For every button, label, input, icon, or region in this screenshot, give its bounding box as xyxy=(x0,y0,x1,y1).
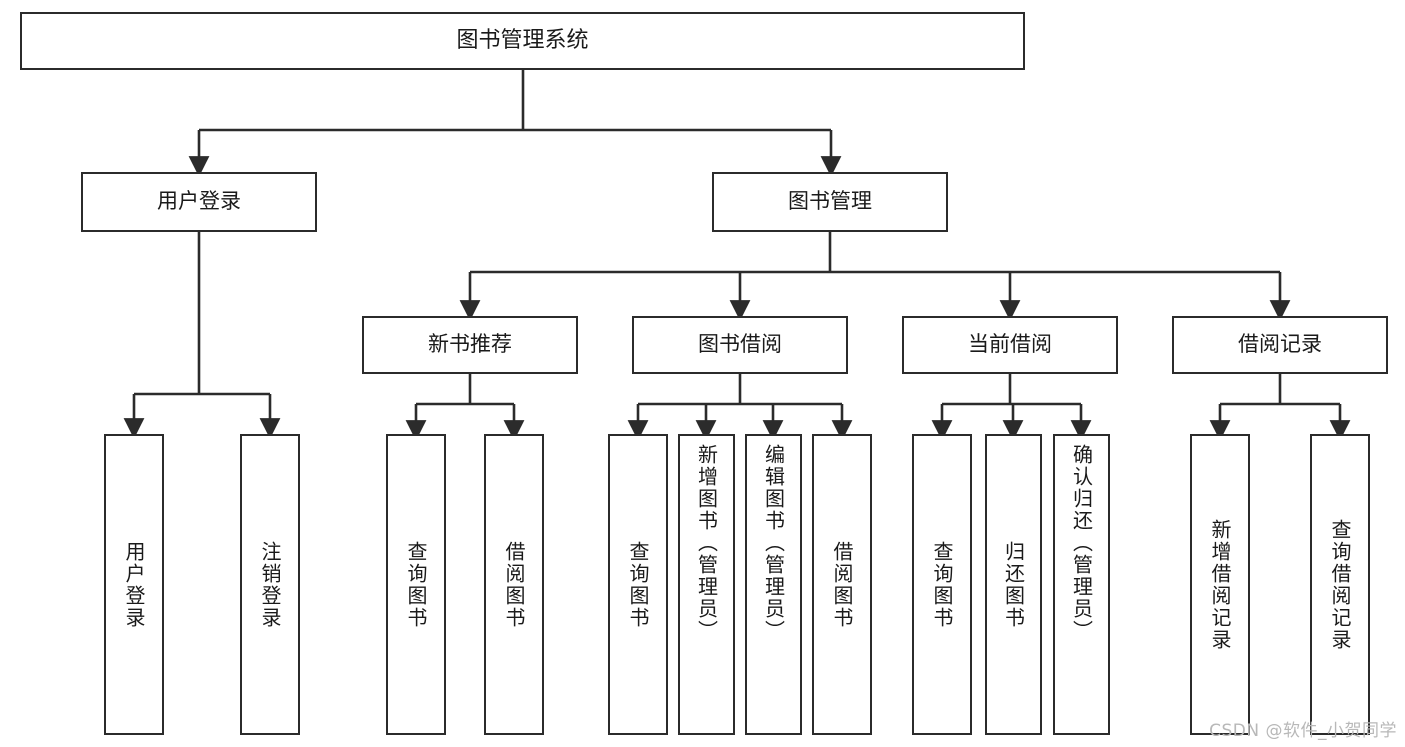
node-book-borrow-label: 图书借阅 xyxy=(698,332,782,357)
node-user-login[interactable]: 用户登录 xyxy=(81,172,317,232)
node-leaf-add-record-label: 新增借阅记录 xyxy=(1208,518,1232,651)
node-root-label: 图书管理系统 xyxy=(456,27,589,53)
node-leaf-query-record[interactable]: 查询借阅记录 xyxy=(1310,434,1370,735)
node-leaf-query-book-3-label: 查询图书 xyxy=(930,540,954,629)
node-book-manage-label: 图书管理 xyxy=(788,189,872,214)
node-leaf-add-book-label: 新增图书（管理员） xyxy=(694,444,719,642)
node-leaf-edit-book-label: 编辑图书（管理员） xyxy=(761,444,786,642)
node-leaf-query-book-2[interactable]: 查询图书 xyxy=(608,434,668,735)
node-leaf-query-book-1[interactable]: 查询图书 xyxy=(386,434,446,735)
node-leaf-borrow-book-1-label: 借阅图书 xyxy=(502,540,526,629)
node-borrow-record-label: 借阅记录 xyxy=(1238,332,1322,357)
node-leaf-query-book-1-label: 查询图书 xyxy=(404,540,428,629)
node-current-borrow[interactable]: 当前借阅 xyxy=(902,316,1118,374)
node-borrow-record[interactable]: 借阅记录 xyxy=(1172,316,1388,374)
node-leaf-add-record[interactable]: 新增借阅记录 xyxy=(1190,434,1250,735)
node-leaf-query-book-3[interactable]: 查询图书 xyxy=(912,434,972,735)
node-root[interactable]: 图书管理系统 xyxy=(20,12,1025,70)
node-book-manage[interactable]: 图书管理 xyxy=(712,172,948,232)
node-leaf-user-logout[interactable]: 注销登录 xyxy=(240,434,300,735)
node-leaf-user-logout-label: 注销登录 xyxy=(258,540,282,629)
node-leaf-confirm-return[interactable]: 确认归还（管理员） xyxy=(1053,434,1110,735)
node-user-login-label: 用户登录 xyxy=(157,189,241,214)
node-leaf-add-book[interactable]: 新增图书（管理员） xyxy=(678,434,735,735)
node-leaf-confirm-return-label: 确认归还（管理员） xyxy=(1069,444,1094,642)
watermark-text: CSDN @软件_小贺同学 xyxy=(1209,721,1397,741)
node-current-borrow-label: 当前借阅 xyxy=(968,332,1052,357)
node-leaf-query-record-label: 查询借阅记录 xyxy=(1328,518,1352,651)
node-leaf-borrow-book-2-label: 借阅图书 xyxy=(830,540,854,629)
node-new-book-rec[interactable]: 新书推荐 xyxy=(362,316,578,374)
node-leaf-query-book-2-label: 查询图书 xyxy=(626,540,650,629)
node-new-book-rec-label: 新书推荐 xyxy=(428,332,512,357)
node-leaf-user-login-label: 用户登录 xyxy=(122,540,146,629)
node-leaf-borrow-book-1[interactable]: 借阅图书 xyxy=(484,434,544,735)
node-leaf-return-book-label: 归还图书 xyxy=(1001,540,1026,629)
node-book-borrow[interactable]: 图书借阅 xyxy=(632,316,848,374)
node-leaf-return-book[interactable]: 归还图书 xyxy=(985,434,1042,735)
node-leaf-edit-book[interactable]: 编辑图书（管理员） xyxy=(745,434,802,735)
node-leaf-user-login[interactable]: 用户登录 xyxy=(104,434,164,735)
node-leaf-borrow-book-2[interactable]: 借阅图书 xyxy=(812,434,872,735)
